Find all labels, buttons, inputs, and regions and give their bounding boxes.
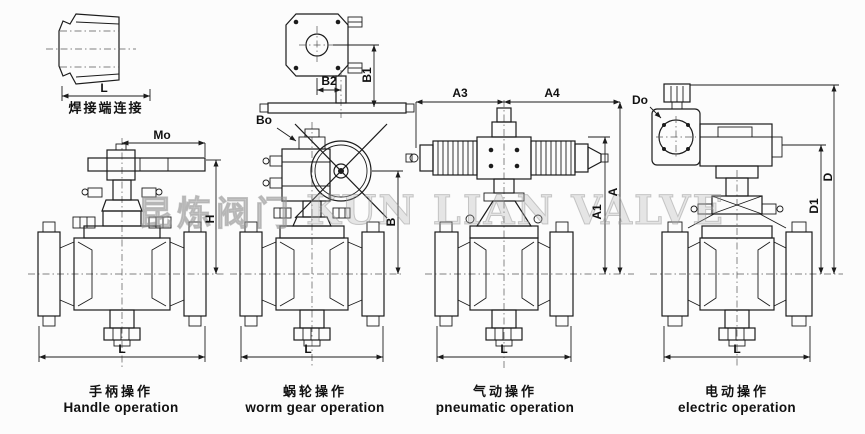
caption-pneumatic-cn: 气动操作 (472, 384, 537, 399)
weld-end-detail-drawing (46, 13, 151, 101)
caption-worm-en: worm gear operation (245, 400, 385, 415)
dim-h: H (203, 214, 217, 224)
dim-l-pneumatic: L (500, 342, 508, 356)
caption-handle-cn: 手柄操作 (88, 384, 153, 399)
caption-worm-cn: 蜗轮操作 (282, 384, 348, 399)
dim-a3: A3 (452, 86, 468, 100)
valve-worm-drawing (230, 13, 415, 368)
caption-worm: 蜗轮操作 worm gear operation (245, 381, 384, 415)
dim-b2: B2 (321, 74, 337, 88)
dim-d: D (821, 172, 835, 182)
dim-a1: A1 (590, 204, 604, 220)
dim-l-worm: L (304, 342, 312, 356)
dim-l-electric: L (733, 342, 741, 356)
valve-handle-drawing (28, 138, 224, 368)
dim-b: B (384, 217, 398, 227)
dim-a: A (606, 187, 620, 197)
dim-bo: Bo (256, 113, 272, 127)
caption-electric-cn: 电动操作 (704, 384, 769, 399)
dim-a4: A4 (544, 86, 560, 100)
dim-b1: B1 (360, 67, 374, 83)
caption-handle: 手柄操作 Handle operation (63, 381, 178, 415)
caption-pneumatic-en: pneumatic operation (435, 400, 575, 415)
caption-pneumatic: 气动操作 pneumatic operation (436, 381, 574, 415)
dim-l-handle: L (118, 342, 126, 356)
valve-electric-drawing (649, 83, 843, 368)
caption-handle-en: Handle operation (63, 400, 179, 415)
caption-electric: 电动操作 electric operation (678, 381, 796, 415)
weld-caption: 焊接端连接 (68, 100, 144, 116)
caption-electric-en: electric operation (678, 400, 796, 415)
valve-pneumatic-drawing (405, 99, 634, 368)
dim-do: Do (632, 93, 648, 107)
dim-mo: Mo (153, 128, 171, 142)
weld-dim-l: L (100, 81, 108, 95)
dim-d1: D1 (807, 198, 821, 214)
